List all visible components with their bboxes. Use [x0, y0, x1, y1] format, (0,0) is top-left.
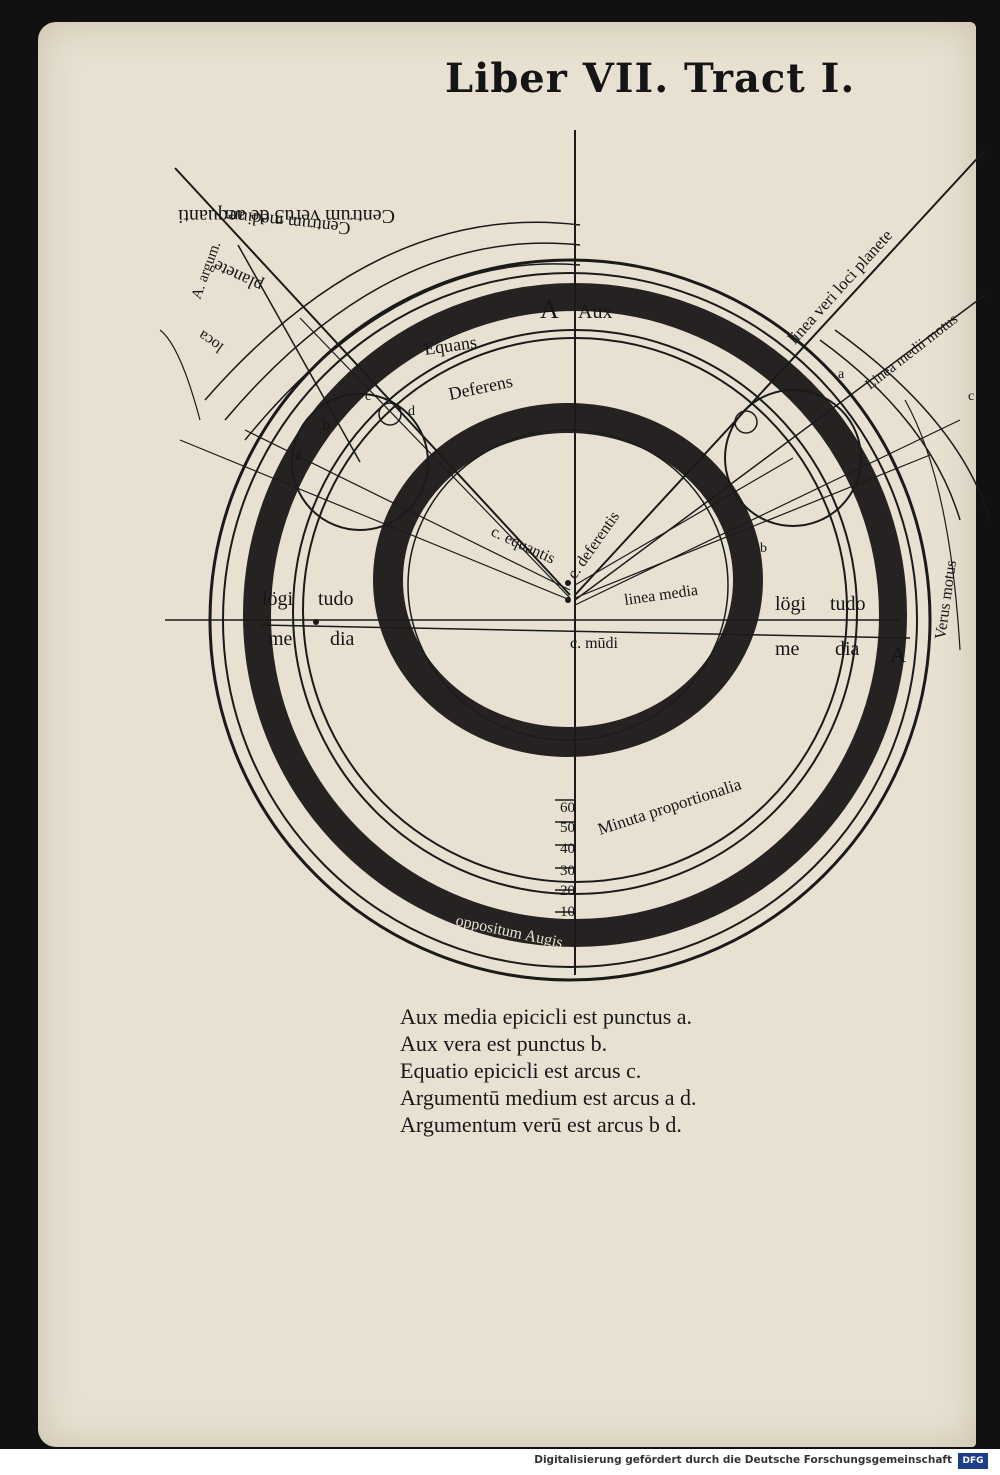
arc-band-right-2	[834, 329, 991, 521]
epicycle-left	[291, 393, 429, 531]
horizontal-axis-lower	[259, 624, 911, 639]
label-centrum-mundi: c. mūdi	[570, 635, 619, 652]
label-d-left: d	[408, 404, 415, 419]
label-a-right: A	[890, 642, 906, 667]
label-longitudo-right-2: tudo	[830, 593, 866, 615]
label-c-upright: c	[968, 389, 974, 404]
label-centrum-verum: Centrum veru3 de aequanti	[177, 205, 395, 227]
label-b-left: b	[322, 417, 330, 434]
label-longitudo-left-2: tudo	[318, 588, 354, 610]
radial-right-3	[574, 419, 961, 606]
label-linea-medii-motus: Linea medii motus	[863, 311, 962, 393]
page-header: Liber VII. Tract I.	[445, 55, 856, 102]
radial-right-5	[574, 457, 794, 586]
label-aux-letter: A	[540, 295, 559, 324]
label-deferens: Deferens	[447, 371, 515, 404]
label-minuta: Minuta proportionalia	[595, 774, 744, 838]
arc-band-1	[204, 221, 581, 401]
caption-line: Aux media epicicli est punctus a.	[400, 1004, 693, 1029]
caption-block: Aux media epicicli est punctus a. Aux ve…	[400, 1003, 697, 1138]
scale-tick-60: 60	[560, 800, 575, 816]
label-media-left-1: me	[268, 628, 293, 650]
arc-band-3	[244, 263, 581, 441]
radial-left-1	[174, 167, 571, 596]
arc-band-right-3	[904, 399, 961, 651]
label-planete: planete	[210, 256, 266, 296]
radial-left-2	[237, 244, 361, 463]
radial-left-5	[244, 429, 571, 591]
point-longitudo-left	[313, 619, 319, 625]
label-longitudo-left-1: lögi	[262, 588, 294, 610]
label-loca: loca	[195, 327, 227, 356]
scale-tick-30: 30	[560, 863, 575, 879]
footer-bar: Digitalisierung gefördert durch die Deut…	[0, 1449, 1000, 1475]
caption-line: Equatio epicicli est arcus c.	[400, 1058, 642, 1083]
arc-band-2	[224, 242, 581, 421]
caption-line: Argumentum verū est arcus b d.	[400, 1112, 682, 1137]
radial-right-1	[574, 149, 986, 596]
radial-left-3	[299, 317, 571, 599]
caption-line: Aux vera est punctus b.	[400, 1031, 608, 1056]
label-media-right-2: dia	[835, 638, 860, 660]
label-a-upright: a	[838, 367, 845, 382]
inner-circle	[407, 429, 729, 741]
arc-band-4	[159, 329, 201, 421]
dark-ring-inner	[373, 403, 763, 757]
label-b-upright: b	[760, 541, 767, 556]
label-linea-veri-loci: linea veri loci planete	[784, 226, 896, 348]
epicycle-right	[724, 389, 862, 527]
scale-tick-50: 50	[560, 820, 575, 836]
label-media-right-1: me	[775, 638, 800, 660]
scale-tick-20: 20	[560, 883, 575, 899]
scale-tick-40: 40	[560, 841, 575, 857]
radial-left-4	[179, 439, 571, 601]
epicycle-right-small	[734, 410, 758, 434]
dfg-logo[interactable]: DFG	[958, 1453, 988, 1469]
arc-band-right-1	[819, 339, 961, 521]
point-center-deferentis	[565, 580, 571, 586]
epicycle-left-small	[378, 402, 402, 426]
point-center-mundi	[565, 597, 571, 603]
scale-tick-10: 10	[560, 904, 575, 920]
label-c-left: c	[365, 389, 371, 404]
radial-right-4	[574, 454, 931, 599]
footer-credit: Digitalisierung gefördert durch die Deut…	[534, 1454, 952, 1466]
label-aux: Aux	[578, 301, 612, 323]
label-media-left-2: dia	[330, 628, 355, 650]
label-linea-media: linea media	[623, 582, 699, 609]
scale-ticks	[555, 799, 575, 913]
caption-line: Argumentū medium est arcus a d.	[400, 1085, 697, 1110]
radial-right-2	[574, 294, 986, 601]
label-longitudo-right-1: lögi	[775, 593, 807, 615]
label-centrum-equantis: c. equantis	[488, 523, 557, 567]
label-a-left: a	[295, 447, 302, 464]
